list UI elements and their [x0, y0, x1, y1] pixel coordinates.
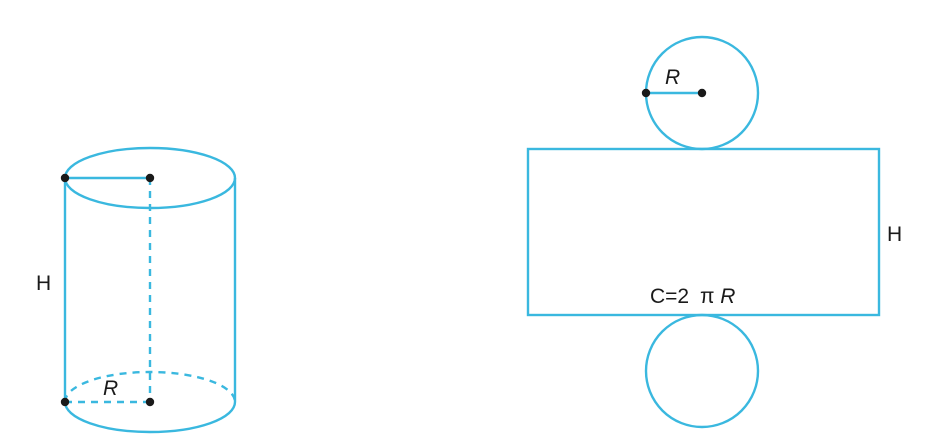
- cylinder-figure: H R: [36, 146, 237, 434]
- net-radius-edge-point: [641, 88, 651, 98]
- cylinder-bottom-back-arc: [63, 370, 237, 403]
- cylinder-net: R H C=2 π R: [526, 35, 902, 429]
- net-bottom-circle: [644, 313, 760, 429]
- cylinder-bottom-front-arc: [63, 401, 237, 434]
- net-circumference-r: R: [720, 285, 735, 308]
- cylinder-bottom-center-point: [145, 397, 155, 407]
- net-circumference-prefix: C=2: [650, 285, 689, 308]
- net-circumference-pi: π: [700, 285, 715, 308]
- net-rectangle-height-label: H: [887, 223, 902, 246]
- cylinder-top-left-point: [60, 173, 70, 183]
- cylinder-radius-label: R: [103, 377, 118, 400]
- net-circumference-label: C=2 π R: [650, 285, 735, 308]
- net-top-radius-label: R: [665, 66, 680, 89]
- cylinder-bottom-left-point: [60, 397, 70, 407]
- net-radius-center-point: [697, 88, 707, 98]
- cylinder-top-center-point: [145, 173, 155, 183]
- cylinder-height-label: H: [36, 272, 51, 295]
